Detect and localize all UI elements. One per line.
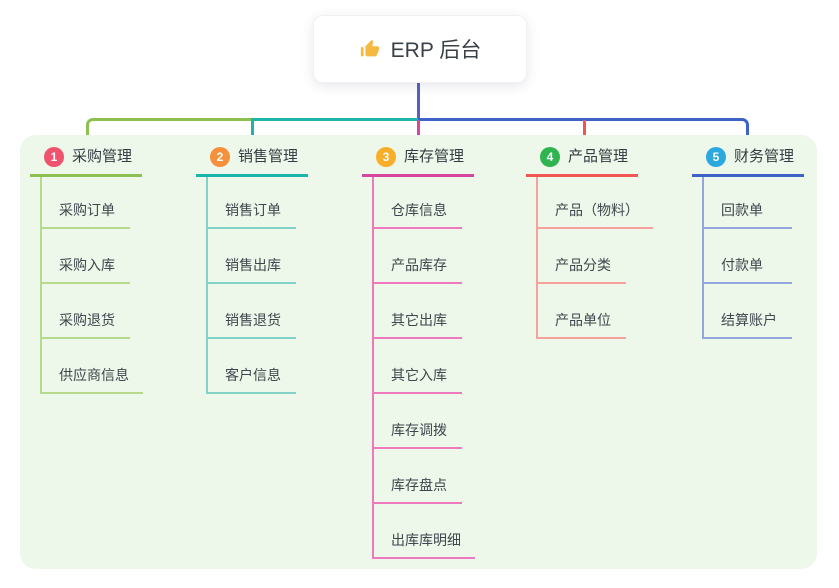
connector-branch-5 xyxy=(418,118,749,142)
branch-purchase: 1 采购管理 采购订单 采购入库 采购退货 供应商信息 xyxy=(30,146,143,394)
child-node[interactable]: 其它入库 xyxy=(374,339,462,394)
branch-sales: 2 销售管理 销售订单 销售出库 销售退货 客户信息 xyxy=(196,146,308,394)
child-node[interactable]: 仓库信息 xyxy=(374,177,462,229)
branch-label: 销售管理 xyxy=(238,148,299,165)
branch-sales-children: 销售订单 销售出库 销售退货 客户信息 xyxy=(206,177,296,394)
branch-label: 财务管理 xyxy=(734,148,795,165)
branch-finance-children: 回款单 付款单 结算账户 xyxy=(702,177,792,339)
child-node[interactable]: 客户信息 xyxy=(208,339,296,394)
branch-inventory-title[interactable]: 3 库存管理 xyxy=(362,146,474,177)
number-badge: 1 xyxy=(44,147,64,167)
root-node-erp[interactable]: ERP 后台 xyxy=(313,15,527,83)
connector-branch-1 xyxy=(86,118,253,142)
child-node[interactable]: 其它出库 xyxy=(374,284,462,339)
branch-label: 采购管理 xyxy=(72,148,133,165)
branch-inventory: 3 库存管理 仓库信息 产品库存 其它出库 其它入库 库存调拨 库存盘点 出库库… xyxy=(362,146,475,559)
root-connector-line xyxy=(417,83,420,120)
child-node[interactable]: 产品库存 xyxy=(374,229,462,284)
child-node[interactable]: 回款单 xyxy=(704,177,792,229)
branch-product: 4 产品管理 产品（物料） 产品分类 产品单位 xyxy=(526,146,653,339)
branch-finance-title[interactable]: 5 财务管理 xyxy=(692,146,804,177)
child-node[interactable]: 库存盘点 xyxy=(374,449,462,504)
branch-sales-title[interactable]: 2 销售管理 xyxy=(196,146,308,177)
child-node[interactable]: 产品分类 xyxy=(538,229,626,284)
branch-inventory-children: 仓库信息 产品库存 其它出库 其它入库 库存调拨 库存盘点 出库库明细 xyxy=(372,177,475,559)
branches-panel xyxy=(20,135,817,569)
branch-product-title[interactable]: 4 产品管理 xyxy=(526,146,638,177)
branch-finance: 5 财务管理 回款单 付款单 结算账户 xyxy=(692,146,804,339)
number-badge: 2 xyxy=(210,147,230,167)
child-node[interactable]: 库存调拨 xyxy=(374,394,462,449)
connector-branch-2 xyxy=(251,118,418,142)
branch-label: 库存管理 xyxy=(404,148,465,165)
connector-branch-4 xyxy=(583,120,586,139)
child-node[interactable]: 销售出库 xyxy=(208,229,296,284)
branch-label: 产品管理 xyxy=(568,148,629,165)
child-node[interactable]: 结算账户 xyxy=(704,284,792,339)
child-node[interactable]: 供应商信息 xyxy=(42,339,143,394)
number-badge: 3 xyxy=(376,147,396,167)
child-node[interactable]: 产品单位 xyxy=(538,284,626,339)
number-badge: 5 xyxy=(706,147,726,167)
child-node[interactable]: 采购订单 xyxy=(42,177,130,229)
branch-product-children: 产品（物料） 产品分类 产品单位 xyxy=(536,177,653,339)
branch-purchase-children: 采购订单 采购入库 采购退货 供应商信息 xyxy=(40,177,143,394)
child-node[interactable]: 产品（物料） xyxy=(538,177,653,229)
root-node-label: ERP 后台 xyxy=(390,39,482,62)
child-node[interactable]: 采购退货 xyxy=(42,284,130,339)
branch-purchase-title[interactable]: 1 采购管理 xyxy=(30,146,142,177)
child-node[interactable]: 采购入库 xyxy=(42,229,130,284)
child-node[interactable]: 付款单 xyxy=(704,229,792,284)
connector-branch-3 xyxy=(417,120,420,142)
child-node[interactable]: 销售退货 xyxy=(208,284,296,339)
child-node[interactable]: 出库库明细 xyxy=(374,504,475,559)
number-badge: 4 xyxy=(540,147,560,167)
thumbs-up-icon xyxy=(359,38,381,60)
child-node[interactable]: 销售订单 xyxy=(208,177,296,229)
